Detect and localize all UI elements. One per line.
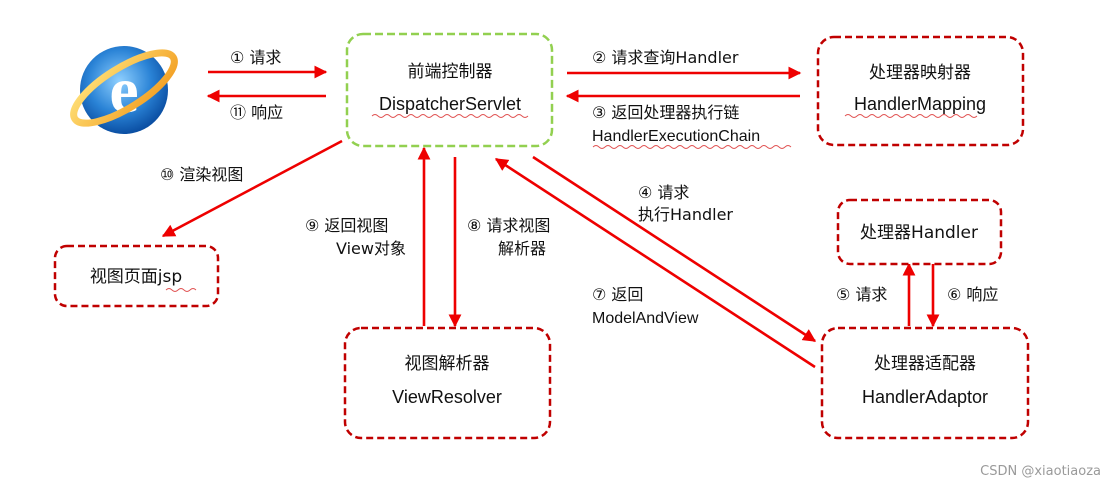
node-title: 处理器适配器 <box>874 354 976 374</box>
node-handler-mapping: 处理器映射器 HandlerMapping <box>816 35 1025 147</box>
node-handler-adaptor: 处理器适配器 HandlerAdaptor <box>820 326 1030 440</box>
label-return-chain-en: HandlerExecutionChain <box>592 128 760 145</box>
label-request-resolver-1: ⑧ 请求视图 <box>467 216 550 235</box>
label-execute-handler-1: ④ 请求 <box>638 183 689 202</box>
label-adaptor-request: ⑤ 请求 <box>836 285 887 304</box>
node-title: 视图页面jsp <box>90 267 182 287</box>
label-return-view-1: ⑨ 返回视图 <box>305 216 388 235</box>
label-request-resolver-2: 解析器 <box>498 239 546 258</box>
arrows <box>161 65 940 369</box>
label-return-view-2: View对象 <box>336 239 406 258</box>
arrow-render-view <box>161 139 343 238</box>
edge-labels: ① 请求 ⑪ 响应 ② 请求查询Handler ③ 返回处理器执行链 Handl… <box>160 48 998 327</box>
label-return-mav-2: ModelAndView <box>592 310 699 327</box>
node-subtitle: HandlerAdaptor <box>862 387 988 407</box>
node-dispatcher-servlet: 前端控制器 DispatcherServlet <box>345 32 554 148</box>
node-view-resolver: 视图解析器 ViewResolver <box>343 326 552 440</box>
ie-browser-icon: e <box>70 46 178 134</box>
watermark: CSDN @xiaotiaoza <box>980 464 1101 479</box>
label-request: ① 请求 <box>230 48 281 67</box>
label-query-handler: ② 请求查询Handler <box>592 48 739 67</box>
node-title: 处理器Handler <box>860 223 978 243</box>
node-subtitle: HandlerMapping <box>854 94 986 114</box>
arrow-return-mav <box>494 157 816 369</box>
label-return-mav-1: ⑦ 返回 <box>592 285 643 304</box>
node-subtitle: ViewResolver <box>392 387 502 407</box>
label-response: ⑪ 响应 <box>230 103 283 122</box>
node-title: 处理器映射器 <box>869 63 971 83</box>
node-title: 视图解析器 <box>405 354 490 374</box>
node-view-page: 视图页面jsp <box>53 244 220 308</box>
label-return-chain: ③ 返回处理器执行链 <box>592 103 739 122</box>
arrow-execute-handler <box>532 155 817 343</box>
label-handler-response: ⑥ 响应 <box>947 285 998 304</box>
node-title: 前端控制器 <box>408 62 493 82</box>
label-execute-handler-2: 执行Handler <box>638 205 733 224</box>
node-handler: 处理器Handler <box>836 198 1003 266</box>
node-subtitle: DispatcherServlet <box>379 94 521 114</box>
label-render-view: ⑩ 渲染视图 <box>160 165 243 184</box>
